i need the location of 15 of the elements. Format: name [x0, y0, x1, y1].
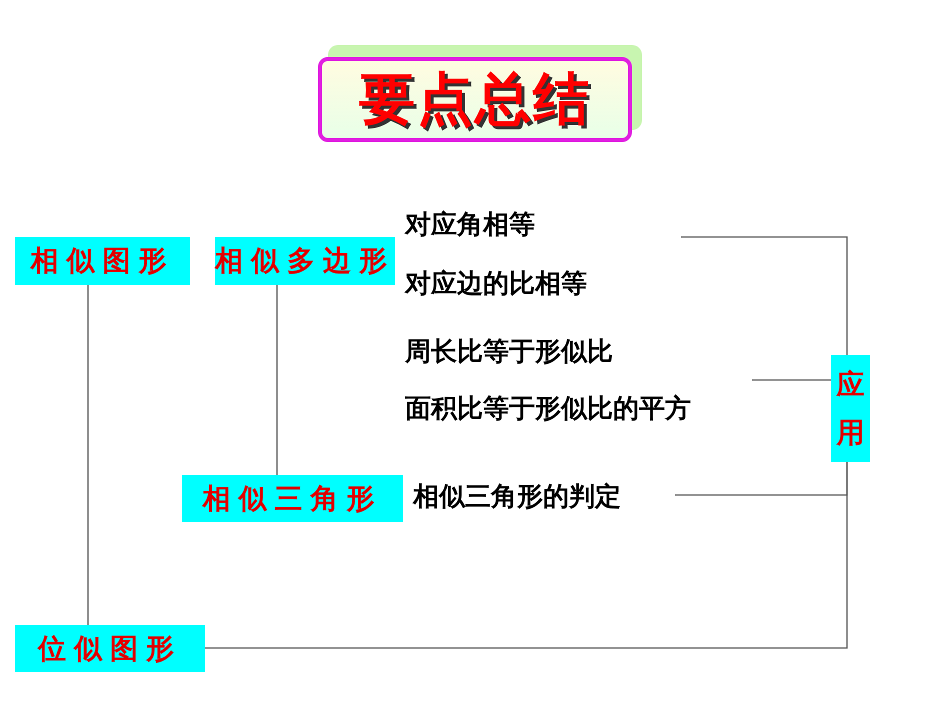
concept-box: 相似图形 — [15, 237, 190, 285]
connector-line — [681, 236, 848, 355]
connector-line — [276, 285, 278, 475]
application-box: 应用 — [831, 355, 870, 462]
connector-line — [752, 379, 831, 381]
concept-box: 相似三角形 — [182, 475, 403, 522]
concept-text: 对应角相等 — [405, 205, 570, 243]
concept-text: 相似三角形的判定 — [413, 477, 675, 515]
concept-box: 相似多边形 — [215, 237, 395, 285]
concept-box: 位似图形 — [15, 625, 205, 672]
connector-line — [205, 462, 848, 649]
concept-text: 面积比等于形似比的平方 — [405, 389, 755, 427]
concept-text: 周长比等于形似比 — [405, 332, 665, 370]
connector-line — [87, 285, 89, 625]
concept-text: 对应边的比相等 — [405, 264, 635, 302]
